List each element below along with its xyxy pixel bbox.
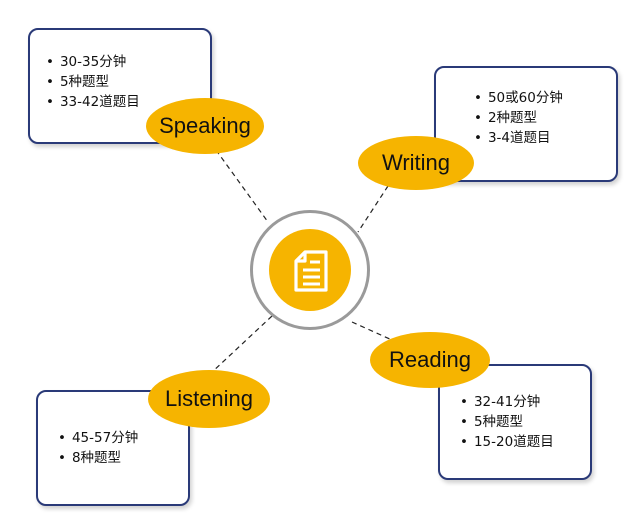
connector-listening — [209, 315, 273, 375]
speaking-detail: 5种题型 — [46, 72, 140, 92]
listening-detail: 8种题型 — [58, 448, 138, 468]
reading-details: 32-41分钟 5种题型 15-20道题目 — [460, 392, 554, 452]
writing-details: 50或60分钟 2种题型 3-4道题目 — [474, 88, 563, 148]
speaking-detail: 30-35分钟 — [46, 52, 140, 72]
speaking-detail: 33-42道题目 — [46, 92, 140, 112]
speaking-card: 30-35分钟 5种题型 33-42道题目 — [28, 28, 212, 144]
listening-label: Listening — [148, 370, 270, 428]
reading-detail: 15-20道题目 — [460, 432, 554, 452]
writing-detail: 50或60分钟 — [474, 88, 563, 108]
connector-writing — [357, 185, 389, 233]
writing-detail: 3-4道题目 — [474, 128, 563, 148]
reading-card: 32-41分钟 5种题型 15-20道题目 — [438, 364, 592, 480]
reading-detail: 5种题型 — [460, 412, 554, 432]
speaking-details: 30-35分钟 5种题型 33-42道题目 — [46, 52, 140, 112]
reading-detail: 32-41分钟 — [460, 392, 554, 412]
connector-reading — [351, 321, 393, 341]
writing-detail: 2种题型 — [474, 108, 563, 128]
listening-detail: 45-57分钟 — [58, 428, 138, 448]
speaking-label: Speaking — [146, 98, 264, 154]
listening-details: 45-57分钟 8种题型 — [58, 428, 138, 468]
reading-label: Reading — [370, 332, 490, 388]
document-icon — [294, 250, 328, 292]
writing-label: Writing — [358, 136, 474, 190]
connector-speaking — [215, 149, 269, 223]
